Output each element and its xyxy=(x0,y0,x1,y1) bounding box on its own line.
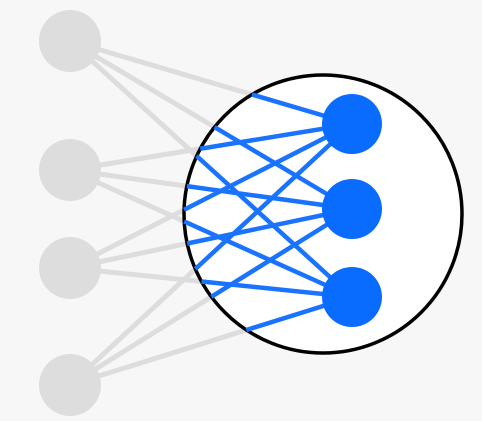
input-layer xyxy=(39,10,101,416)
output-layer xyxy=(322,94,382,327)
output-node-3 xyxy=(322,267,382,327)
input-node-3 xyxy=(39,237,101,299)
output-node-1 xyxy=(322,94,382,154)
input-node-1 xyxy=(39,10,101,72)
input-node-2 xyxy=(39,139,101,201)
highlighted-edge xyxy=(193,122,354,271)
highlighted-edge xyxy=(183,121,354,212)
input-node-4 xyxy=(39,354,101,416)
output-node-2 xyxy=(322,179,382,239)
